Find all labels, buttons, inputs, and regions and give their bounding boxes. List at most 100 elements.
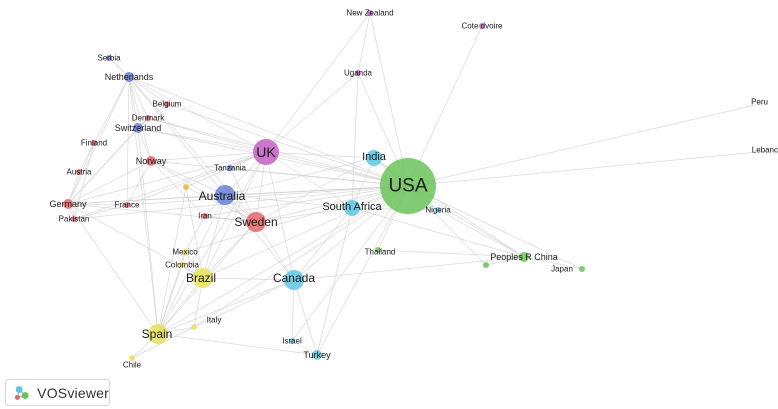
node-hub-orange[interactable] — [183, 184, 189, 190]
edge-uk-uganda — [265, 72, 359, 153]
edge-spain-colombia — [157, 264, 183, 335]
edge-sweden-netherlands — [128, 76, 257, 223]
node-mexico[interactable] — [182, 249, 188, 255]
edge-hub-orange-brazil — [185, 186, 204, 279]
label-colombia: Colombia — [165, 261, 199, 270]
node-finland[interactable] — [91, 140, 97, 146]
node-uk[interactable] — [253, 139, 279, 165]
node-netherlands[interactable] — [124, 72, 134, 82]
label-france: France — [115, 201, 140, 210]
node-peoples-r-china[interactable] — [519, 252, 529, 262]
edge-netherlands-france — [126, 76, 130, 206]
node-israel[interactable] — [289, 338, 295, 344]
node-sweden[interactable] — [246, 212, 266, 232]
edge-usa-netherlands — [128, 76, 409, 187]
node-canada[interactable] — [284, 270, 304, 290]
node-nigeria[interactable] — [435, 207, 441, 213]
edge-australia-south-africa — [224, 194, 353, 209]
edge-uk-netherlands — [128, 76, 267, 153]
edge-usa-iran — [204, 185, 409, 217]
label-canada: Canada — [273, 271, 315, 285]
node-norway[interactable] — [146, 156, 156, 166]
nodes-layer — [63, 10, 585, 361]
edge-sweden-south-africa — [255, 207, 353, 223]
edge-netherlands-switzerland — [128, 76, 139, 129]
node-hub-green-2[interactable] — [483, 262, 489, 268]
node-australia[interactable] — [215, 185, 235, 205]
edge-south-africa-uganda — [351, 72, 359, 209]
edge-germany-austria — [67, 171, 80, 205]
node-denmark[interactable] — [145, 115, 151, 121]
label-peru: Peru — [751, 98, 768, 107]
edge-germany-denmark — [67, 117, 149, 205]
edge-nigeria-peoples-r-china — [437, 209, 525, 258]
node-cote-divoire[interactable] — [479, 23, 485, 29]
node-usa[interactable] — [380, 158, 436, 214]
node-thailand[interactable] — [375, 247, 381, 253]
node-south-africa[interactable] — [344, 200, 360, 216]
node-new-zealand[interactable] — [367, 10, 373, 16]
label-finland: Finland — [81, 139, 107, 148]
node-pakistan[interactable] — [71, 216, 77, 222]
edge-usa-turkey — [316, 185, 409, 356]
node-switzerland[interactable] — [133, 123, 143, 133]
node-turkey[interactable] — [312, 350, 322, 360]
node-belgium[interactable] — [164, 101, 170, 107]
edge-peoples-r-china-hub-green-2 — [485, 256, 525, 266]
edge-usa-peru — [407, 101, 769, 187]
edge-australia-netherlands — [128, 76, 226, 196]
edge-finland-pakistan — [73, 142, 95, 220]
edge-usa-italy — [193, 185, 409, 328]
label-iran: Iran — [198, 212, 212, 221]
edge-thailand-peoples-r-china — [377, 249, 525, 258]
node-tanzania[interactable] — [227, 165, 233, 171]
edge-usa-france — [126, 185, 409, 206]
label-israel: Israel — [282, 337, 302, 346]
edge-australia-india — [224, 157, 375, 196]
label-thailand: Thailand — [365, 248, 396, 257]
node-japan[interactable] — [579, 266, 585, 272]
edge-usa-new-zealand — [369, 12, 409, 187]
node-india[interactable] — [366, 150, 382, 166]
edge-canada-peoples-r-china — [293, 256, 525, 281]
edge-netherlands-norway — [128, 76, 152, 162]
node-colombia[interactable] — [179, 262, 185, 268]
node-chile[interactable] — [129, 355, 135, 361]
edge-sweden-germany — [67, 203, 257, 223]
node-brazil[interactable] — [193, 268, 213, 288]
edge-sweden-brazil — [202, 221, 257, 279]
node-italy[interactable] — [191, 324, 197, 330]
node-france[interactable] — [124, 202, 130, 208]
edge-finland-austria — [78, 142, 95, 173]
label-netherlands: Netherlands — [105, 72, 154, 82]
node-uganda[interactable] — [355, 70, 361, 76]
edge-usa-cote-divoire — [407, 25, 483, 187]
node-iran[interactable] — [202, 213, 208, 219]
edge-spain-switzerland — [137, 127, 159, 335]
edge-australia-germany — [67, 194, 226, 205]
vosviewer-logo-icon — [14, 385, 29, 400]
edge-netherlands-finland — [93, 76, 130, 144]
edge-hub-orange-sweden — [185, 186, 257, 223]
edge-australia-brazil — [202, 194, 226, 279]
edge-canada-south-africa — [293, 207, 353, 281]
label-italy: Italy — [207, 316, 222, 325]
label-switzerland: Switzerland — [115, 123, 162, 133]
edge-germany-norway — [67, 160, 152, 205]
edge-switzerland-norway — [137, 127, 152, 162]
edge-norway-france — [126, 160, 152, 206]
node-serbia[interactable] — [106, 55, 112, 61]
edge-hub-orange-spain — [157, 186, 187, 335]
node-spain[interactable] — [148, 324, 168, 344]
edge-netherlands-germany — [67, 76, 130, 205]
app-name: VOSviewer — [37, 384, 109, 401]
edge-sweden-canada — [255, 221, 295, 281]
label-new-zealand: New Zealand — [346, 9, 393, 18]
edge-norway-iran — [150, 160, 206, 217]
node-germany[interactable] — [63, 199, 73, 209]
label-norway: Norway — [136, 156, 167, 166]
labels-layer: USAUKAustraliaSwedenCanadaBrazilSpainSou… — [49, 9, 778, 370]
node-austria[interactable] — [76, 169, 82, 175]
edge-france-pakistan — [73, 204, 128, 220]
